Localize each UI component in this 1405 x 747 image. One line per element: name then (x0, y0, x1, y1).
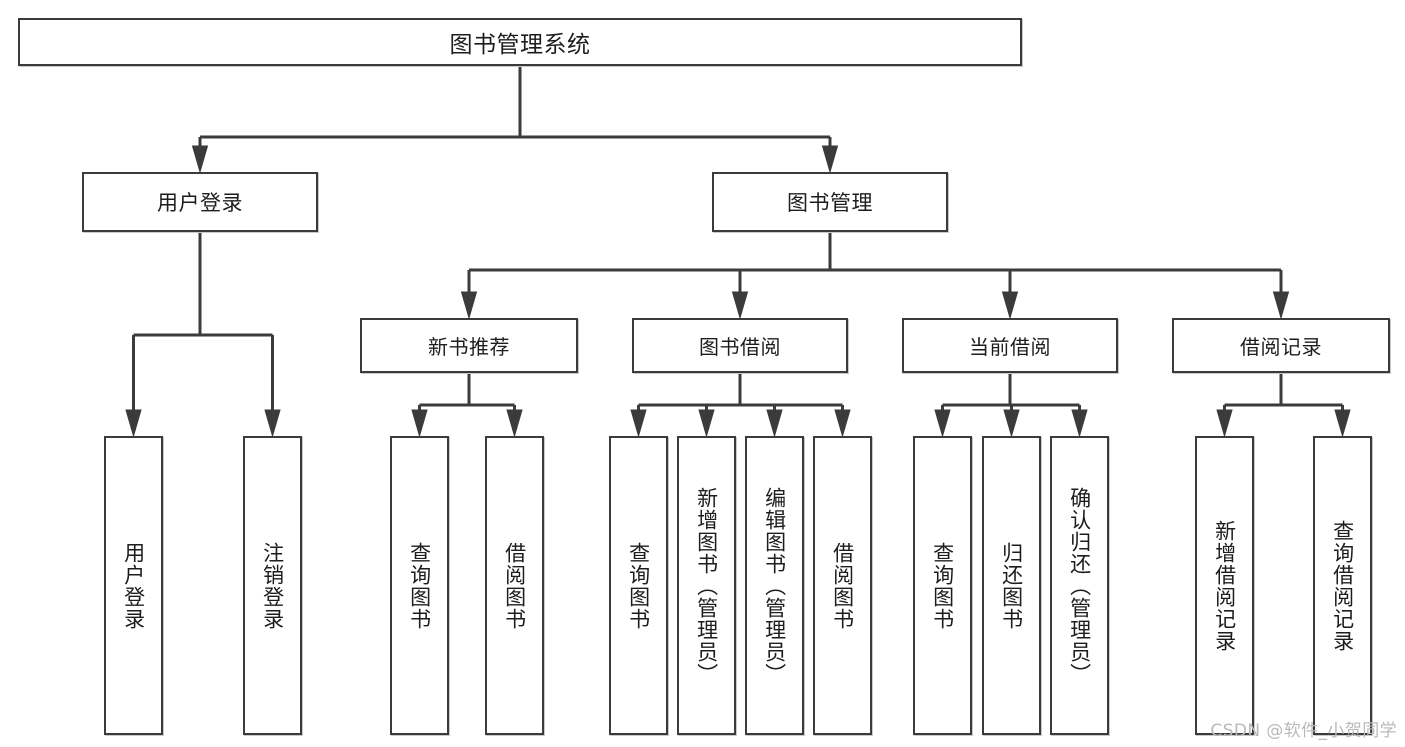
node-leaf_6[interactable]: 编辑图书（管理员） (745, 436, 804, 735)
node-leaf_4[interactable]: 查询图书 (609, 436, 668, 735)
node-leaf_10[interactable]: 确认归还（管理员） (1050, 436, 1109, 735)
node-label-leaf_3: 借阅图书 (502, 541, 527, 630)
arrowhead-leaf_4 (630, 409, 647, 438)
node-label-l2_2: 当前借阅 (969, 335, 1051, 359)
node-label-leaf_7: 借阅图书 (830, 541, 855, 630)
node-label-l2_1: 图书借阅 (699, 335, 781, 359)
node-leaf_11[interactable]: 新增借阅记录 (1195, 436, 1254, 735)
arrowhead-l2_2 (1001, 291, 1019, 320)
arrowhead-leaf_0 (125, 409, 142, 438)
node-leaf_12[interactable]: 查询借阅记录 (1313, 436, 1372, 735)
arrowhead-leaf_9 (1003, 409, 1020, 438)
arrowhead-leaf_8 (934, 409, 951, 438)
node-leaf_8[interactable]: 查询图书 (913, 436, 972, 735)
connector-group-l1_1 (460, 232, 1290, 320)
connector-group-root (191, 66, 839, 174)
connector-group-l2_2 (934, 373, 1088, 438)
node-label-l2_3: 借阅记录 (1240, 335, 1322, 359)
arrowhead-leaf_12 (1334, 409, 1351, 438)
node-l1_1[interactable]: 图书管理 (712, 172, 948, 232)
node-leaf_7[interactable]: 借阅图书 (813, 436, 872, 735)
node-label-l1_0: 用户登录 (157, 191, 243, 215)
node-leaf_0[interactable]: 用户登录 (104, 436, 163, 735)
arrowhead-l1_0 (191, 145, 209, 174)
node-label-leaf_12: 查询借阅记录 (1330, 519, 1355, 652)
node-label-l1_1: 图书管理 (787, 191, 873, 215)
connector-group-l2_0 (411, 373, 523, 438)
node-label-leaf_5: 新增图书（管理员） (694, 486, 719, 685)
node-leaf_1[interactable]: 注销登录 (243, 436, 302, 735)
node-root[interactable]: 图书管理系统 (18, 18, 1022, 66)
arrowhead-leaf_3 (506, 409, 523, 438)
node-label-leaf_1: 注销登录 (260, 541, 285, 630)
node-leaf_3[interactable]: 借阅图书 (485, 436, 544, 735)
node-l2_0[interactable]: 新书推荐 (360, 318, 578, 373)
arrowhead-leaf_11 (1216, 409, 1233, 438)
connector-group-l1_0 (125, 232, 281, 438)
arrowhead-l1_1 (821, 145, 839, 174)
arrowhead-leaf_1 (264, 409, 281, 438)
arrowhead-l2_0 (460, 291, 478, 320)
node-label-leaf_2: 查询图书 (407, 541, 432, 630)
node-label-root: 图书管理系统 (449, 32, 591, 58)
node-label-leaf_11: 新增借阅记录 (1212, 519, 1237, 652)
node-label-leaf_6: 编辑图书（管理员） (762, 486, 787, 685)
node-leaf_5[interactable]: 新增图书（管理员） (677, 436, 736, 735)
node-l2_1[interactable]: 图书借阅 (632, 318, 848, 373)
arrowhead-leaf_2 (411, 409, 428, 438)
node-label-leaf_4: 查询图书 (626, 541, 651, 630)
node-leaf_9[interactable]: 归还图书 (982, 436, 1041, 735)
node-label-leaf_9: 归还图书 (999, 541, 1024, 630)
node-l1_0[interactable]: 用户登录 (82, 172, 318, 232)
node-label-leaf_0: 用户登录 (121, 541, 146, 630)
arrowhead-leaf_5 (698, 409, 715, 438)
node-label-leaf_10: 确认归还（管理员） (1067, 486, 1092, 685)
arrowhead-leaf_7 (834, 409, 851, 438)
connector-group-l2_1 (630, 373, 851, 438)
node-l2_2[interactable]: 当前借阅 (902, 318, 1118, 373)
arrowhead-l2_1 (731, 291, 749, 320)
arrowhead-l2_3 (1272, 291, 1290, 320)
node-l2_3[interactable]: 借阅记录 (1172, 318, 1390, 373)
connector-group-l2_3 (1216, 373, 1351, 438)
node-label-l2_0: 新书推荐 (428, 335, 510, 359)
node-leaf_2[interactable]: 查询图书 (390, 436, 449, 735)
arrowhead-leaf_10 (1071, 409, 1088, 438)
watermark: CSDN @软件_小贺同学 (1210, 721, 1397, 741)
node-label-leaf_8: 查询图书 (930, 541, 955, 630)
arrowhead-leaf_6 (766, 409, 783, 438)
